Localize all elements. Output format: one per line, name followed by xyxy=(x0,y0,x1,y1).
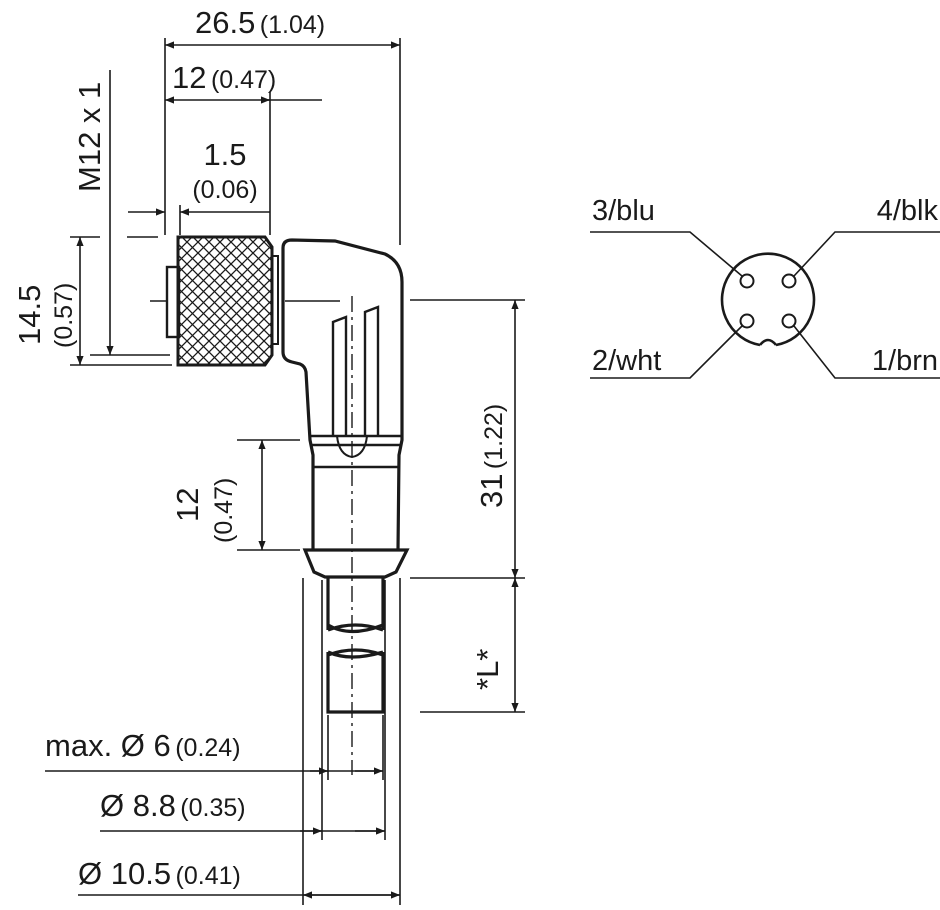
dim-nut-width: 12 (0.47) xyxy=(165,60,322,235)
svg-text:max. Ø 6 (0.24): max. Ø 6 (0.24) xyxy=(45,728,241,763)
pin1-label: 1/brn xyxy=(872,345,938,377)
svg-text:31 (1.22): 31 (1.22) xyxy=(474,404,509,508)
pinout-diagram: 3/blu 4/blk 2/wht 1/brn xyxy=(590,195,940,379)
svg-text:M12 x 1: M12 x 1 xyxy=(72,82,107,192)
pin4-label: 4/blk xyxy=(877,195,939,227)
svg-text:12: 12 xyxy=(170,488,205,522)
dim-collar-diameter: Ø 8.8 (0.35) xyxy=(100,580,386,840)
svg-text:(0.57): (0.57) xyxy=(50,283,78,348)
dim-body-height: 31 (1.22) xyxy=(410,299,525,579)
pin2-label: 2/wht xyxy=(592,345,661,377)
dim-cable-length: *L* xyxy=(420,578,525,713)
svg-text:(0.06): (0.06) xyxy=(192,176,257,204)
dim-offset: 1.5 (0.06) xyxy=(128,137,270,235)
svg-text:14.5: 14.5 xyxy=(12,285,47,345)
dim-thread: M12 x 1 xyxy=(72,70,170,356)
dim-nut-height: 14.5 (0.57) xyxy=(12,236,172,366)
svg-text:Ø 10.5 (0.41): Ø 10.5 (0.41) xyxy=(78,856,241,891)
svg-text:(0.47): (0.47) xyxy=(210,478,238,543)
dim-body-diameter: Ø 10.5 (0.41) xyxy=(78,578,401,905)
svg-text:*L*: *L* xyxy=(470,649,505,690)
knurled-nut xyxy=(176,235,274,367)
dim-neck-length: 12 (0.47) xyxy=(170,439,300,551)
svg-text:1.5: 1.5 xyxy=(203,137,246,172)
svg-text:12 (0.47): 12 (0.47) xyxy=(172,60,276,95)
svg-text:26.5 (1.04): 26.5 (1.04) xyxy=(195,5,325,40)
dim-overall-width: 26.5 (1.04) xyxy=(164,5,401,245)
connector xyxy=(150,235,410,775)
svg-text:Ø 8.8 (0.35): Ø 8.8 (0.35) xyxy=(100,788,246,823)
pin3-label: 3/blu xyxy=(592,195,655,227)
dim-cable-diameter: max. Ø 6 (0.24) xyxy=(45,715,384,780)
